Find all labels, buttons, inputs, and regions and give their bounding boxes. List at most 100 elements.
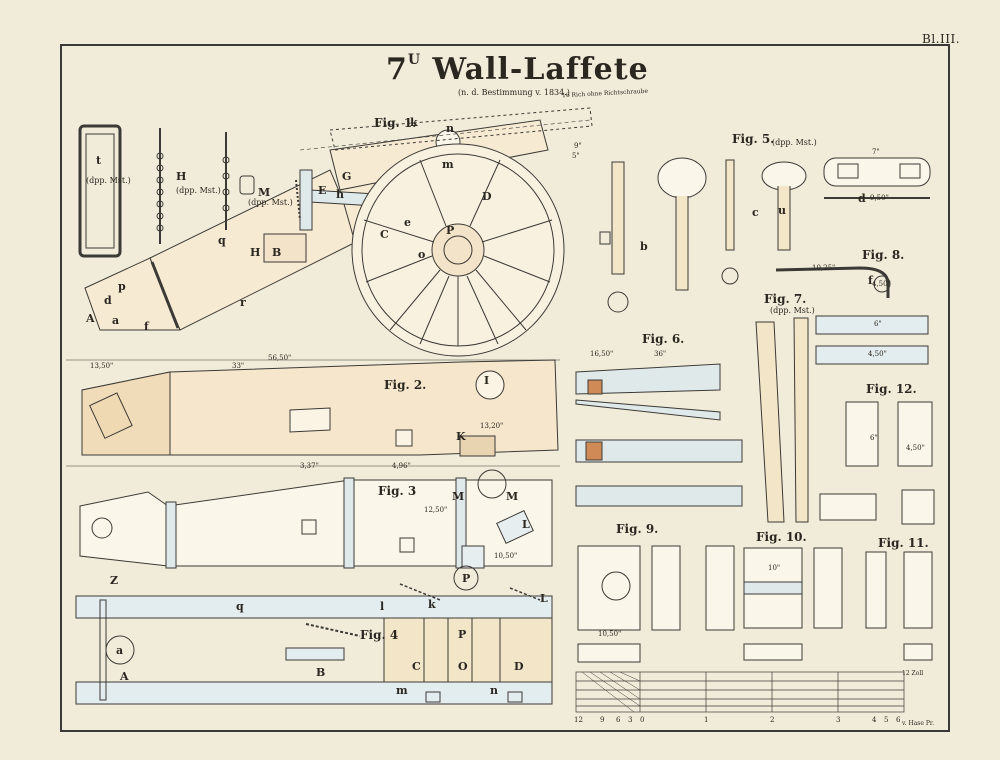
scale-tick: 6 <box>616 716 621 724</box>
part-letter: d <box>858 192 866 205</box>
fig1-details <box>78 124 307 263</box>
part-letter: k <box>410 116 418 129</box>
dimension-label: 36" <box>654 350 667 358</box>
part-letter: G <box>342 170 352 183</box>
part-letter: f <box>144 320 149 333</box>
part-letter: Z <box>110 574 119 587</box>
part-letter: M <box>258 186 271 199</box>
part-letter: d <box>104 294 112 307</box>
dimension-label: 16,50" <box>590 350 614 358</box>
fig5-note: (dpp. Mst.) <box>772 138 817 147</box>
part-letter: C <box>380 228 389 241</box>
part-letter: k <box>428 598 436 611</box>
dimension-label: 33" <box>232 362 245 370</box>
part-letter: m <box>396 684 408 697</box>
part-letter: H <box>250 246 261 259</box>
scale-tick: 3 <box>628 716 633 724</box>
part-letter: f <box>868 274 873 287</box>
dimension-label: 13,20" <box>480 422 504 430</box>
part-letter: p <box>118 280 126 293</box>
scale-tick: 2 <box>770 716 775 724</box>
fig7-drawing <box>755 315 929 523</box>
part-letter: M <box>452 490 465 503</box>
dimension-label: 4,50" <box>906 444 925 452</box>
scale-tick: 1 <box>704 716 709 724</box>
part-letter: P <box>458 628 467 641</box>
fig2-drawing <box>66 359 560 467</box>
dimension-label: 6" <box>870 434 878 442</box>
fig4-label: Fig. 4 <box>360 628 399 642</box>
part-letter: K <box>456 430 466 443</box>
plate-number: Bl.III. <box>922 32 961 46</box>
dimension-label: 9,50" <box>870 194 889 202</box>
part-letter: P <box>446 224 455 237</box>
dimension-label: 10,50" <box>494 552 518 560</box>
title-number: 7 <box>386 52 408 87</box>
title-unit: U <box>407 52 422 68</box>
detail-note-t: (dpp. Mst.) <box>86 176 131 185</box>
part-letter: D <box>514 660 524 673</box>
part-letter: m <box>442 158 454 171</box>
part-letter: a <box>116 644 124 657</box>
part-letter: L <box>522 518 530 531</box>
part-letter: A <box>86 312 95 325</box>
fig7-label: Fig. 7. <box>764 292 807 306</box>
part-letter: u <box>778 204 786 217</box>
scale-tick: 6 <box>896 716 901 724</box>
part-letter: q <box>218 234 226 247</box>
drawing-frame <box>60 44 950 732</box>
fig9-11-drawing <box>577 545 933 663</box>
part-letter: t <box>96 154 102 167</box>
scale-tick: 0 <box>640 716 645 724</box>
part-letter: n <box>446 122 454 135</box>
dimension-label: 6" <box>874 320 882 328</box>
part-letter: c <box>752 206 759 219</box>
scale-tick: 4 <box>872 716 877 724</box>
scale-tick: 9 <box>600 716 605 724</box>
fig12-label: Fig. 12. <box>866 382 917 396</box>
dimension-label: 10,25" <box>812 264 836 272</box>
fig6-drawing <box>575 363 743 507</box>
title-name: Wall-Laffete <box>432 52 649 87</box>
fig1-label: Fig. 1. <box>374 116 417 130</box>
fig12-drawing <box>819 401 935 525</box>
part-letter: A <box>120 670 129 683</box>
part-letter: h <box>336 188 344 201</box>
dimension-label: 10,50" <box>598 630 622 638</box>
fig3-label: Fig. 3 <box>378 484 417 498</box>
part-letter: O <box>458 660 468 673</box>
part-letter: e <box>404 216 411 229</box>
dimension-label: 56,50" <box>268 354 292 362</box>
fig10-label: Fig. 10. <box>756 530 807 544</box>
fig8-drawing <box>775 266 891 298</box>
detail-note-m: (dpp. Mst.) <box>248 198 293 207</box>
part-letter: L <box>540 592 548 605</box>
part-letter: C <box>412 660 421 673</box>
part-letter: H <box>176 170 187 183</box>
part-letter: n <box>490 684 498 697</box>
dimension-label: 5" <box>572 152 580 160</box>
part-letter: B <box>272 246 282 259</box>
part-letter: l <box>380 600 385 613</box>
fig8-label: Fig. 8. <box>862 248 905 262</box>
part-letter: b <box>640 240 648 253</box>
dimension-label: 4,96" <box>392 462 411 470</box>
part-letter: P <box>462 572 471 585</box>
scale-tick: 5 <box>884 716 889 724</box>
scale-tick: 3 <box>836 716 841 724</box>
part-letter: o <box>418 248 426 261</box>
dimension-label: 10" <box>768 564 781 572</box>
part-letter: B <box>316 666 326 679</box>
part-letter: r <box>240 296 246 309</box>
fig5-drawing <box>599 157 931 313</box>
dimension-label: 4,50" <box>868 350 887 358</box>
fig1-drawing <box>84 107 593 357</box>
engraver-credit: v. Hase Pr. <box>902 720 934 727</box>
fig9-label: Fig. 9. <box>616 522 659 536</box>
dimension-label: 13,50" <box>90 362 114 370</box>
page-title: 7U Wall-Laffete <box>386 52 649 87</box>
part-letter: a <box>112 314 120 327</box>
fig11-label: Fig. 11. <box>878 536 929 550</box>
fig6-label: Fig. 6. <box>642 332 685 346</box>
